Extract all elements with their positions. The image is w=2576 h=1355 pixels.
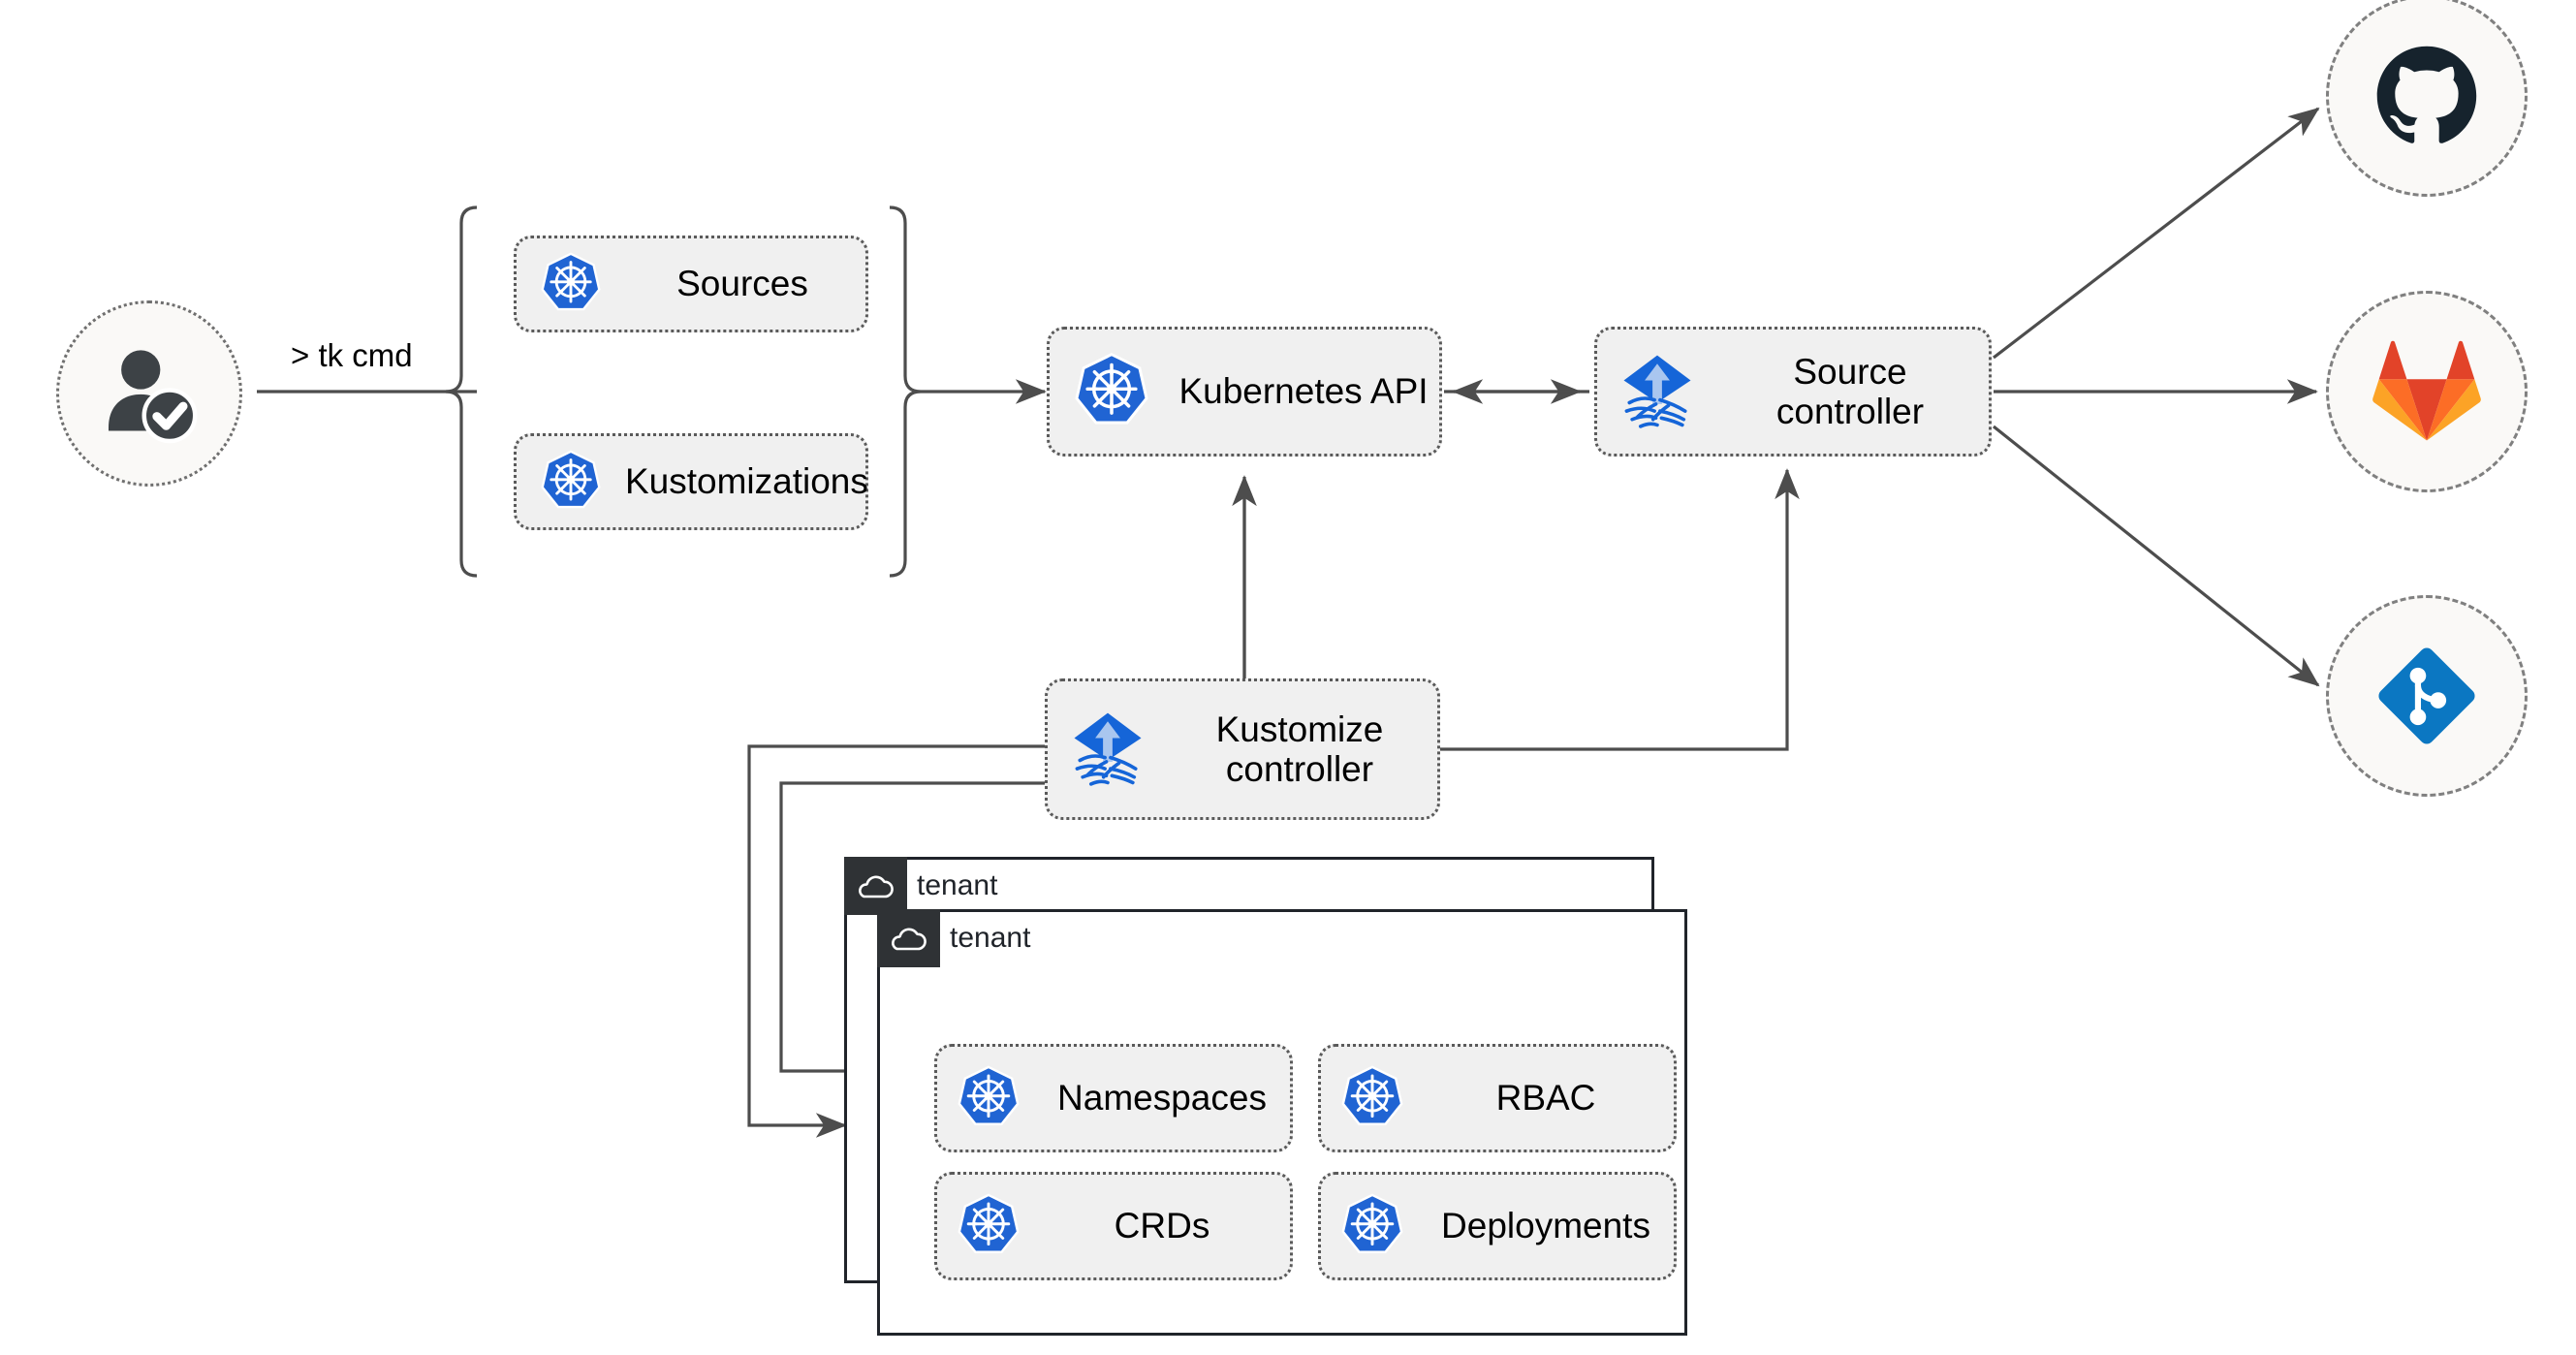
kubernetes-icon bbox=[937, 1063, 1040, 1133]
kubernetes-icon bbox=[937, 1191, 1040, 1261]
node-kubernetes-api[interactable]: Kubernetes API bbox=[1047, 327, 1442, 457]
tenant-1-label: tenant bbox=[917, 869, 998, 901]
card-deployments-label: Deployments bbox=[1441, 1206, 1650, 1246]
node-kustomize-controller-label: Kustomize controller bbox=[1215, 709, 1384, 789]
card-deployments[interactable]: Deployments bbox=[1318, 1172, 1677, 1280]
card-crds[interactable]: CRDs bbox=[934, 1172, 1293, 1280]
provider-github[interactable] bbox=[2326, 0, 2528, 197]
card-rbac-label: RBAC bbox=[1495, 1078, 1596, 1119]
cloud-icon bbox=[844, 870, 904, 901]
gitlab-icon bbox=[2372, 340, 2481, 441]
brace-left bbox=[445, 205, 478, 578]
node-kubernetes-api-label: Kubernetes API bbox=[1178, 371, 1429, 412]
card-kustomizations[interactable]: Kustomizations bbox=[514, 433, 868, 530]
flux-icon bbox=[1597, 347, 1717, 436]
kubernetes-icon bbox=[1050, 350, 1174, 433]
brace-right bbox=[889, 205, 922, 578]
github-icon bbox=[2376, 46, 2477, 143]
edge-sourcectl-to-git bbox=[1993, 425, 2320, 687]
kubernetes-icon bbox=[517, 250, 625, 318]
provider-gitlab[interactable] bbox=[2326, 291, 2528, 492]
provider-git[interactable] bbox=[2326, 595, 2528, 797]
user-check-icon bbox=[109, 350, 198, 444]
cloud-icon bbox=[877, 923, 937, 954]
card-kustomizations-label: Kustomizations bbox=[625, 461, 868, 502]
card-namespaces[interactable]: Namespaces bbox=[934, 1044, 1293, 1152]
tenant-window-2[interactable]: tenant Namespace bbox=[877, 909, 1687, 1336]
tenant-1-tab bbox=[844, 857, 907, 915]
edge-kustomizectl-to-tenant-1 bbox=[747, 744, 1051, 1138]
tenant-2-label: tenant bbox=[950, 922, 1031, 954]
command-label: > tk cmd bbox=[291, 337, 413, 373]
card-crds-label: CRDs bbox=[1114, 1206, 1210, 1246]
node-source-controller[interactable]: Source controller bbox=[1594, 327, 1992, 457]
edge-kustomizectl-to-tenant-2 bbox=[779, 781, 1051, 1084]
card-sources[interactable]: Sources bbox=[514, 236, 868, 332]
card-rbac[interactable]: RBAC bbox=[1318, 1044, 1677, 1152]
edge-sourcectl-to-github bbox=[1993, 107, 2320, 360]
edge-kustomizectl-to-sourcectl bbox=[1438, 468, 1800, 751]
kubernetes-icon bbox=[1321, 1063, 1424, 1133]
tenant-2-tab bbox=[877, 909, 940, 967]
kubernetes-icon bbox=[517, 448, 625, 516]
git-repo-icon bbox=[2378, 647, 2475, 744]
card-sources-label: Sources bbox=[676, 264, 808, 304]
kubernetes-icon bbox=[1321, 1191, 1424, 1261]
user-actor[interactable] bbox=[56, 300, 242, 487]
card-namespaces-label: Namespaces bbox=[1057, 1078, 1267, 1119]
node-source-controller-label: Source controller bbox=[1775, 351, 1925, 431]
node-kustomize-controller[interactable]: Kustomize controller bbox=[1045, 678, 1440, 820]
flux-icon bbox=[1048, 705, 1168, 794]
